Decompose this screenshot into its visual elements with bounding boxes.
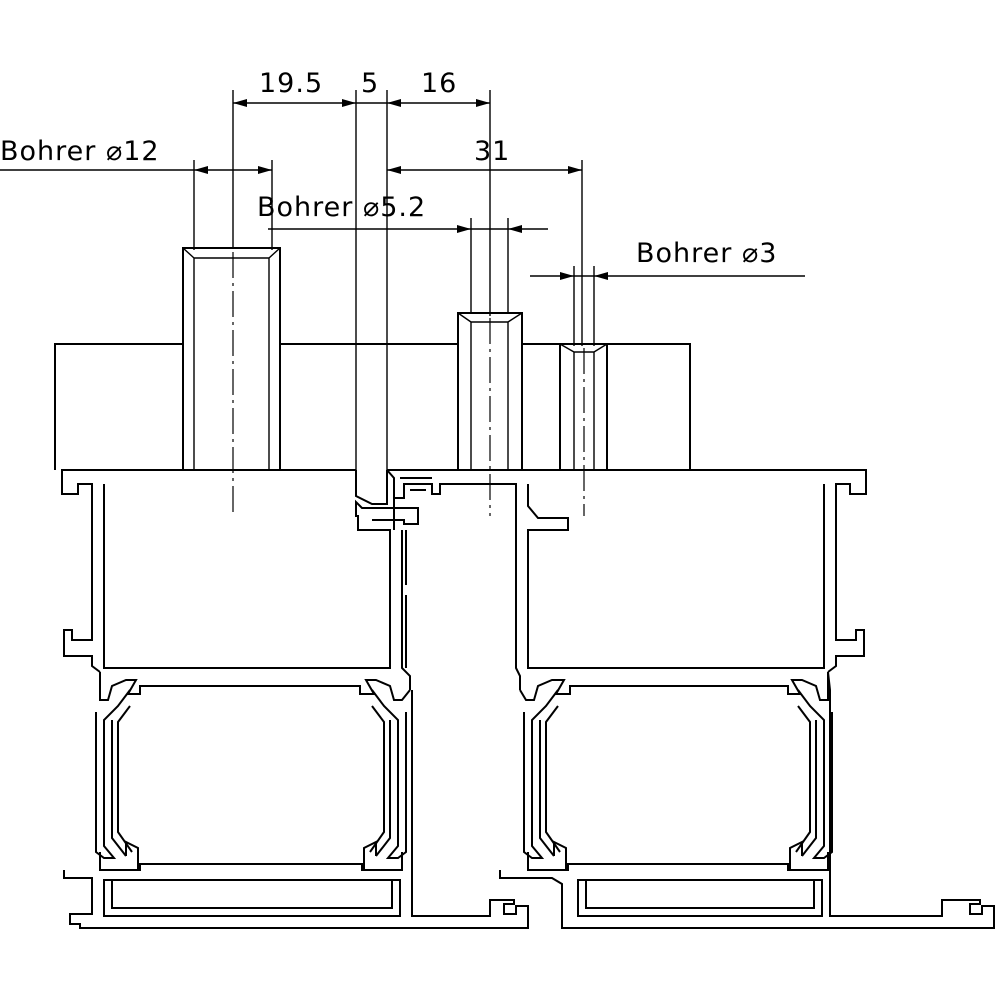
drill-3-label: Bohrer ⌀3 bbox=[636, 238, 777, 269]
center-clip bbox=[386, 469, 517, 516]
left-profile bbox=[61, 469, 529, 929]
drill-jig bbox=[54, 247, 691, 470]
drill-12-label: Bohrer ⌀12 bbox=[0, 136, 160, 167]
dimension-lines bbox=[0, 90, 805, 470]
right-profile bbox=[387, 469, 995, 929]
dimension-5: 5 bbox=[361, 68, 379, 99]
dimension-31: 31 bbox=[474, 136, 510, 167]
dimension-arrows bbox=[194, 99, 608, 280]
dimension-16: 16 bbox=[421, 68, 457, 99]
center-lines bbox=[232, 252, 585, 516]
dimension-19-5: 19.5 bbox=[259, 68, 323, 99]
drill-5-2-label: Bohrer ⌀5.2 bbox=[257, 192, 426, 223]
